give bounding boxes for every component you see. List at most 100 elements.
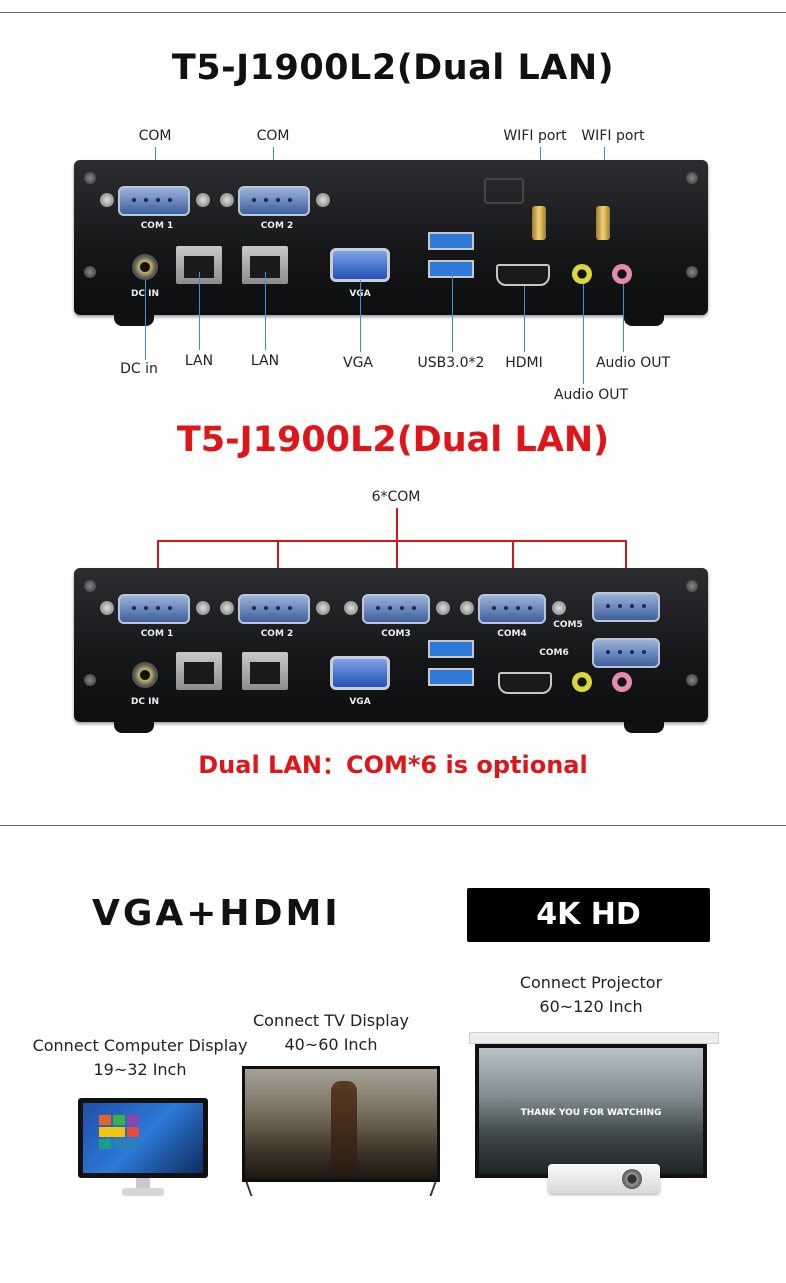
label-lan-b: LAN [250,353,280,369]
lan-port-b [242,652,288,690]
vga-text: VGA [349,697,371,707]
com1-nut-left [100,193,114,207]
lan-port-b [242,246,288,284]
com1-nut-right [196,193,210,207]
panel1-foot-right [624,314,664,326]
label-wifi-a: WIFI port [503,128,567,144]
dc-in-port [132,254,158,280]
monitor-base [122,1188,164,1196]
lan-port-a [176,246,222,284]
vga-hdmi-heading: VGA+HDMI [92,893,341,934]
display-caption-line1: Connect Projector [519,973,663,992]
section-divider [0,825,786,826]
tv-figure [331,1081,357,1171]
panel2-foot-left [114,721,154,733]
panel-screw [84,172,96,184]
com5-text: COM5 [553,620,583,630]
com4-text: COM4 [497,629,527,639]
leader-audio-b [623,284,624,352]
leader-lan-b [265,272,266,350]
display-caption-line2: 60~120 Inch [539,997,643,1016]
4k-hd-badge: 4K HD [467,888,710,942]
tv-screen [245,1069,437,1179]
usb3-port-bottom [428,668,474,686]
com1-nut-left [100,601,114,615]
wifi-antenna-b [596,206,610,240]
com2-nut-right [316,193,330,207]
tile [113,1139,139,1149]
display-caption-line2: 40~60 Inch [284,1035,378,1054]
usb3-port-bottom [428,260,474,278]
label-lan-a: LAN [184,353,214,369]
leader-audio-a [583,284,584,384]
vga-port [330,656,390,690]
tv-image [242,1066,440,1182]
display-caption-line2: 19~32 Inch [93,1060,187,1079]
top-divider [0,12,786,13]
com5-port [592,592,660,622]
tile [99,1139,111,1149]
com1-port [118,186,190,216]
com1-text: COM 1 [140,629,174,639]
com2-nut-right [316,601,330,615]
tv-leg-left [245,1182,253,1196]
tile [127,1127,139,1137]
panel1-foot-left [114,314,154,326]
tile [127,1115,139,1125]
panel-screw [686,266,698,278]
section2-title: T5-J1900L2(Dual LAN) [176,420,610,460]
label-6com: 6*COM [371,489,421,505]
com2-text: COM 2 [260,221,294,231]
projector-screen: THANK YOU FOR WATCHING [475,1044,707,1178]
display-caption-projector: Connect Projector 60~120 Inch [520,971,662,1019]
panel2-foot-right [624,721,664,733]
com3-nut-left [344,601,358,615]
label-wifi-b: WIFI port [581,128,645,144]
com3-nut-right [436,601,450,615]
com2-nut-left [220,193,234,207]
usb3-port-top [428,640,474,658]
display-caption-line1: Connect Computer Display [32,1036,248,1055]
com1-nut-right [196,601,210,615]
label-usb: USB3.0*2 [417,355,485,371]
wifi-antenna-a [532,206,546,240]
com3-port [362,594,430,624]
hdmi-port [496,264,550,286]
leader-usb [452,272,453,352]
com-bracket-bar [157,540,627,542]
com2-port [238,594,310,624]
audio-jack-green [572,264,592,284]
label-vga: VGA [342,355,374,371]
label-audio-out-a: Audio OUT [553,387,629,403]
rear-panel-1: COM 1 COM 2 DC IN VGA [74,160,708,315]
panel-screw [686,674,698,686]
rear-panel-2: COM 1 COM 2 COM3 COM4 COM5 COM6 DC IN VG… [74,568,708,722]
tv-leg-right [429,1182,437,1196]
projector-screen-text: THANK YOU FOR WATCHING [520,1108,662,1118]
tile [113,1115,125,1125]
com3-text: COM3 [381,629,411,639]
section1-title: T5-J1900L2(Dual LAN) [171,48,615,88]
com1-port [118,594,190,624]
label-hdmi: HDMI [505,355,543,371]
tile [99,1115,111,1125]
hdmi-port [498,672,552,694]
dc-in-port [132,662,158,688]
com2-text: COM 2 [260,629,294,639]
audio-jack-pink [612,264,632,284]
leader-lan-a [199,272,200,350]
com2-nut-left [220,601,234,615]
label-audio-out-b: Audio OUT [595,355,671,371]
wifi-knockout [484,178,524,204]
com4-nut-left [460,601,474,615]
vga-port [330,248,390,282]
projector-device [548,1164,660,1194]
com6-port [592,638,660,668]
panel-screw [686,580,698,592]
projector-screen-frame [469,1032,719,1044]
com4-nut-right [552,601,566,615]
lan-port-a [176,652,222,690]
leader-hdmi [524,286,525,352]
audio-jack-green [572,672,592,692]
label-com-b: COM [256,128,290,144]
